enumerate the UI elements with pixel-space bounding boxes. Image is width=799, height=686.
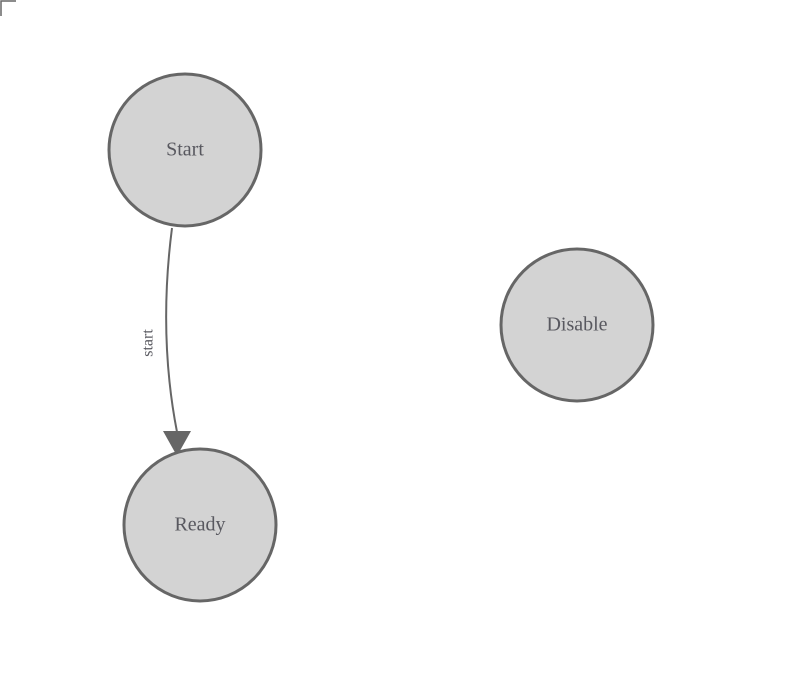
node-ready[interactable]: Ready	[122, 447, 278, 603]
edge-label-start: start	[140, 329, 157, 357]
node-ready-circle	[122, 447, 278, 603]
node-disable-label: Disable	[546, 314, 607, 336]
edge-path-start-to-ready	[165, 227, 178, 433]
arrowhead-icon	[163, 431, 191, 456]
node-start-circle	[107, 72, 263, 228]
node-start[interactable]: Start	[107, 72, 263, 228]
node-start-label: Start	[166, 139, 204, 161]
node-disable[interactable]: Disable	[499, 247, 655, 403]
node-disable-circle	[499, 247, 655, 403]
corner-bracket-icon	[0, 0, 16, 16]
edge-start-to-ready[interactable]: start	[140, 227, 191, 456]
node-ready-label: Ready	[174, 514, 225, 536]
